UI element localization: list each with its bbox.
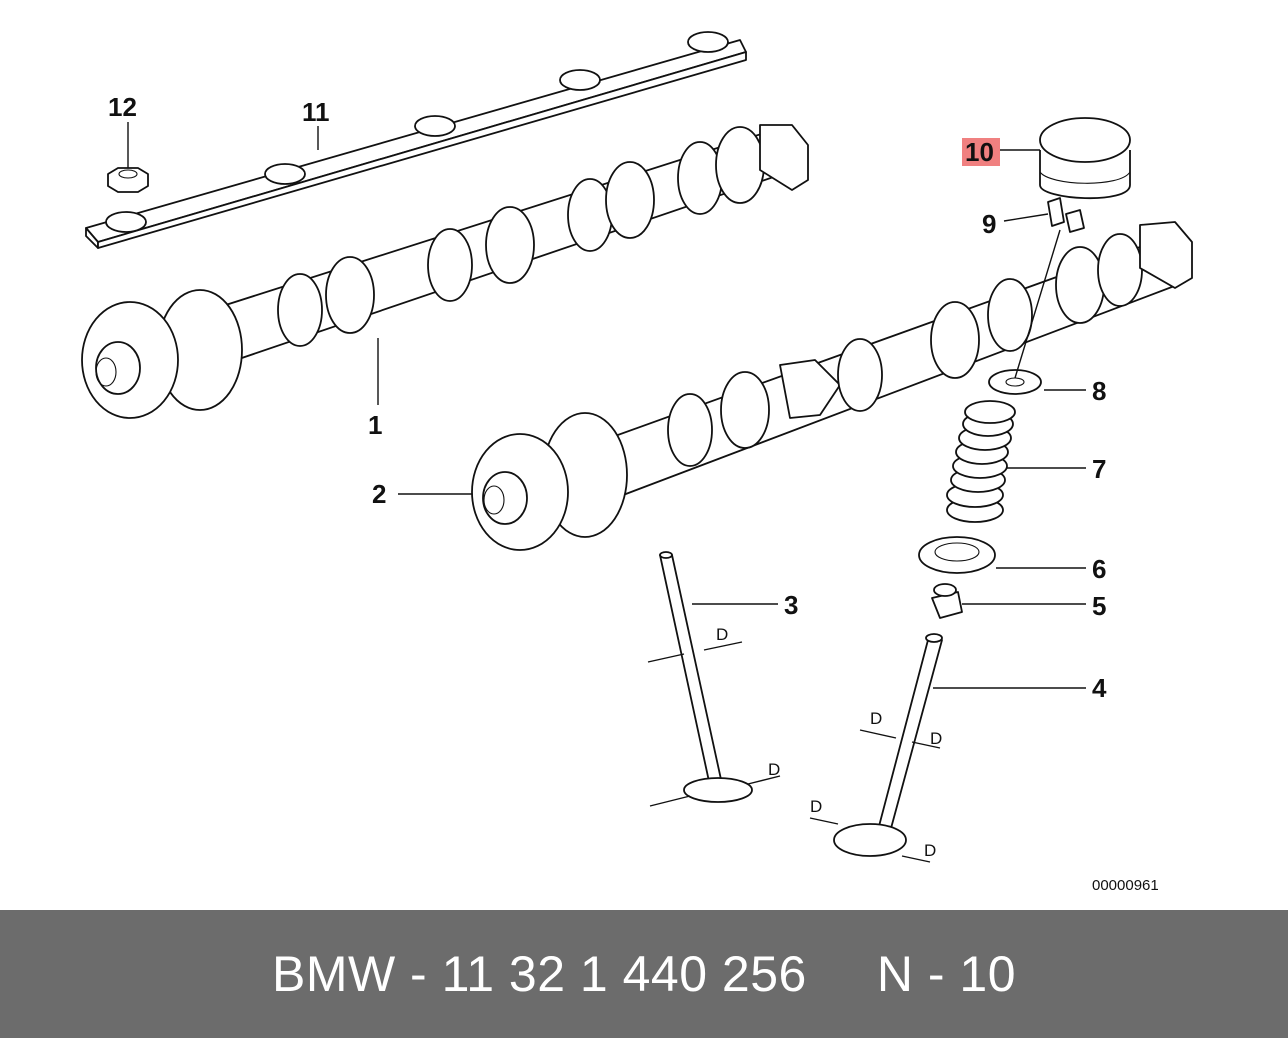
- callout-9: 9: [982, 209, 996, 239]
- callout-12: 12: [108, 92, 137, 122]
- nut-part-12: [107, 167, 149, 193]
- tappet-part-10: [1039, 117, 1131, 200]
- stem-seal-part-5: [931, 583, 963, 619]
- part-number-banner: BMW - 11 32 1 440 256 N - 10: [0, 910, 1288, 1038]
- callout-10-highlight: [962, 138, 1000, 166]
- callout-3: 3: [784, 590, 798, 620]
- dimension-label: D: [924, 841, 936, 860]
- callout-1: 1: [368, 410, 382, 440]
- cotter-part-9: [1047, 197, 1085, 233]
- callout-6: 6: [1092, 554, 1106, 584]
- bearing-strip-part-11: [85, 31, 747, 249]
- valve-part-3: [659, 551, 753, 803]
- dimension-label: D: [870, 709, 882, 728]
- callout-4: 4: [1092, 673, 1107, 703]
- camshaft-part-2: [471, 221, 1193, 551]
- callout-8: 8: [1092, 376, 1106, 406]
- dimension-marks: [647, 641, 941, 863]
- callout-11: 11: [302, 97, 330, 127]
- valve-part-4: [833, 633, 943, 857]
- callout-2: 2: [372, 479, 386, 509]
- callout-10: 10: [965, 137, 994, 167]
- valve-spring-part-7: [946, 400, 1016, 523]
- spring-retainer-part-8: [988, 369, 1042, 395]
- spring-seat-part-6: [918, 536, 996, 574]
- dimension-label: D: [810, 797, 822, 816]
- dimension-label: D: [930, 729, 942, 748]
- part-number: BMW - 11 32 1 440 256: [271, 946, 807, 1002]
- dimension-label: D: [716, 625, 728, 644]
- position-number: N - 10: [876, 946, 1017, 1002]
- parts-diagram: 12 11 10 9 1 2 8 7 6 5 3 4 D D D D D D 0…: [81, 31, 1193, 894]
- callout-5: 5: [1092, 591, 1106, 621]
- diagram-reference-number: 00000961: [1092, 877, 1159, 894]
- callout-7: 7: [1092, 454, 1106, 484]
- camshaft-part-1: [81, 124, 809, 419]
- dimension-label: D: [768, 760, 780, 779]
- leader-lines: [127, 122, 1086, 689]
